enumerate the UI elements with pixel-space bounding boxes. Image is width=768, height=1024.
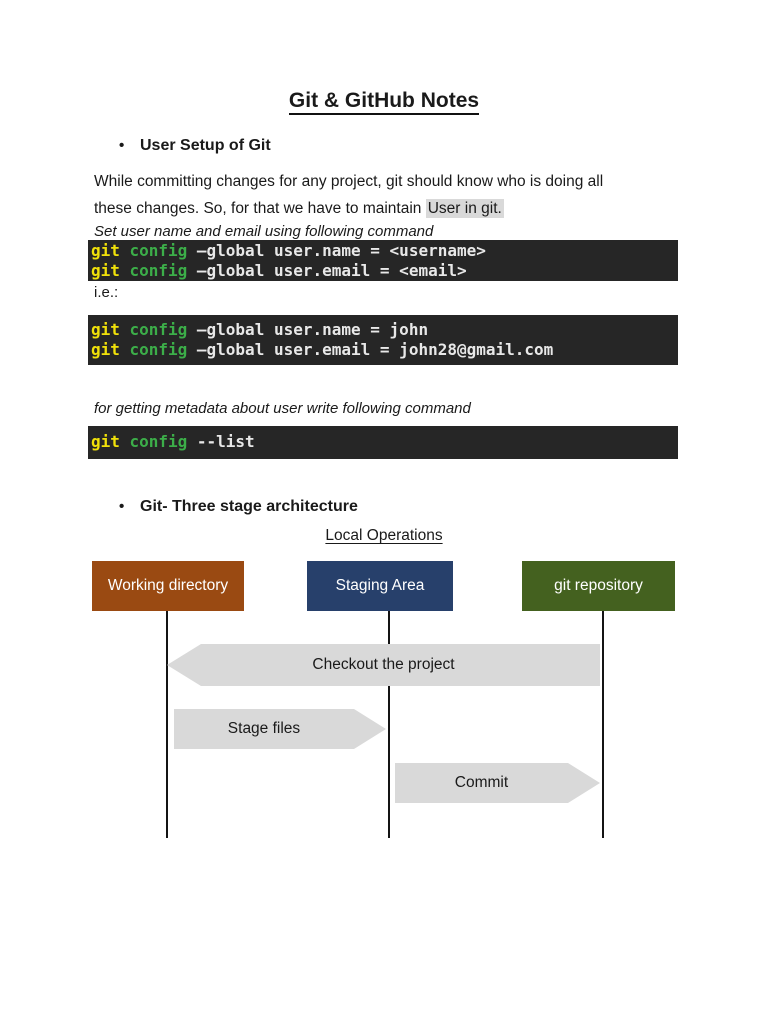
code-line: git config –global user.email = john28@gma… bbox=[91, 340, 678, 360]
paragraph-line: While committing changes for any project… bbox=[94, 168, 674, 195]
code-token-args: –global user.email = john28@gmail.com bbox=[196, 340, 554, 359]
page-title-text: Git & GitHub Notes bbox=[288, 89, 480, 115]
box-git-repository-label: git repository bbox=[554, 577, 643, 594]
box-staging-area: Staging Area bbox=[307, 561, 453, 611]
lifeline-git-repository bbox=[602, 611, 604, 838]
lifeline-staging-area bbox=[388, 611, 390, 838]
heading-three-stage-label: Git- Three stage architecture bbox=[140, 498, 358, 515]
bullet-glyph: • bbox=[119, 498, 125, 515]
box-working-directory: Working directory bbox=[92, 561, 244, 611]
heading-three-stage: • Git- Three stage architecture bbox=[119, 497, 768, 517]
code-token-config: config bbox=[129, 432, 188, 451]
heading-user-setup-label: User Setup of Git bbox=[140, 137, 271, 154]
box-working-directory-label: Working directory bbox=[107, 577, 229, 594]
caption-set-user: Set user name and email using following … bbox=[94, 223, 434, 240]
code-token-args: –global user.email = <email> bbox=[196, 261, 467, 280]
code-line: git config –global user.name = john bbox=[91, 320, 678, 340]
code-block-list: git config --list bbox=[88, 426, 678, 459]
arrow-checkout-the-project: Checkout the project bbox=[167, 644, 600, 686]
intro-paragraph: While committing changes for any project… bbox=[94, 168, 674, 222]
code-token-git: git bbox=[91, 261, 120, 280]
code-line: git config –global user.email = <email> bbox=[91, 261, 678, 281]
code-token-args: –global user.name = john bbox=[196, 320, 429, 339]
arrow-commit: Commit bbox=[395, 763, 600, 803]
diagram-subtitle-text: Local Operations bbox=[325, 527, 443, 544]
code-token-args: –global user.name = <username> bbox=[196, 241, 486, 260]
ie-label: i.e.: bbox=[94, 284, 119, 301]
arrow-commit-label: Commit bbox=[454, 774, 509, 791]
code-token-args: --list bbox=[196, 432, 255, 451]
paragraph-text: While committing changes for any project… bbox=[94, 173, 604, 190]
page-title: Git & GitHub Notes bbox=[0, 88, 768, 115]
diagram-subtitle: Local Operations bbox=[0, 527, 768, 545]
code-token-config: config bbox=[129, 340, 188, 359]
arrow-stage-files: Stage files bbox=[174, 709, 386, 749]
code-token-git: git bbox=[91, 340, 120, 359]
paragraph-line: these changes. So, for that we have to m… bbox=[94, 195, 674, 222]
code-line: git config --list bbox=[91, 432, 678, 452]
code-token-git: git bbox=[91, 432, 120, 451]
heading-user-setup: • User Setup of Git bbox=[119, 136, 768, 156]
paragraph-text: these changes. So, for that we have to m… bbox=[94, 200, 426, 217]
arrow-checkout-label: Checkout the project bbox=[312, 656, 455, 673]
box-staging-area-label: Staging Area bbox=[335, 577, 425, 594]
code-token-config: config bbox=[129, 241, 188, 260]
arrow-stage-files-label: Stage files bbox=[227, 720, 301, 737]
code-line: git config –global user.name = <username> bbox=[91, 241, 678, 261]
code-token-config: config bbox=[129, 320, 188, 339]
box-git-repository: git repository bbox=[522, 561, 675, 611]
code-token-config: config bbox=[129, 261, 188, 280]
code-token-git: git bbox=[91, 241, 120, 260]
bullet-glyph: • bbox=[119, 137, 125, 154]
caption-metadata: for getting metadata about user write fo… bbox=[94, 400, 471, 417]
code-token-git: git bbox=[91, 320, 120, 339]
highlighted-text: User in git. bbox=[425, 199, 504, 218]
lifeline-working-directory bbox=[166, 611, 168, 838]
